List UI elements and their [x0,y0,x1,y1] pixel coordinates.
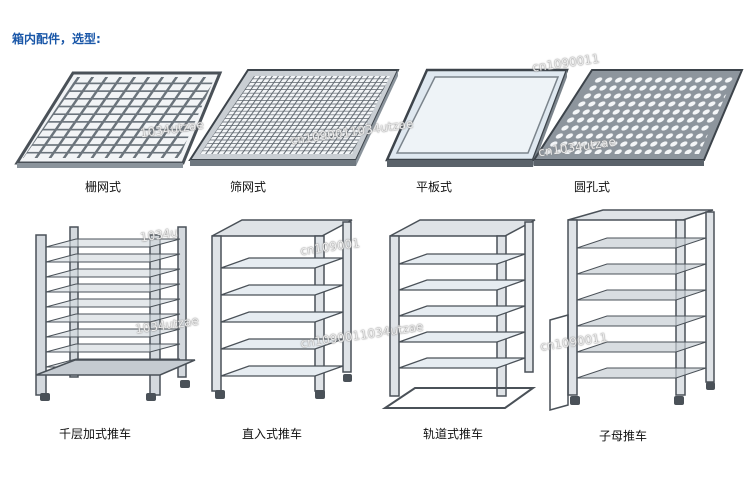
mesh-tray-icon [188,69,400,166]
perforated-tray-icon [532,69,744,166]
shelf-shape [398,331,526,343]
tray-grid-label: 栅网式 [84,180,122,194]
shelf-shape [220,284,344,296]
mother-child-cart-icon [549,209,715,411]
cart-mother-child: 子母推车 [548,209,728,443]
tray-perforated-label: 圆孔式 [573,180,611,194]
cart-direct: 直入式推车 [207,218,357,441]
shelf-shape [220,365,344,377]
shelf-shape [576,263,707,275]
cart-multi-layer-label: 千层加式推车 [58,427,132,441]
shelf-shape [576,237,707,249]
shelf-shape [220,311,344,323]
cart-mother-child-label: 子母推车 [598,429,648,443]
shelf-shape [398,253,526,265]
direct-insert-cart-icon [211,219,353,399]
cart-rail-label: 轨道式推车 [422,427,484,441]
section-heading: 箱内配件，选型: [12,32,101,46]
shelf-shape [576,289,707,301]
shelf-shape [45,268,181,278]
tray-mesh-label: 筛网式 [229,180,267,194]
shelf-shape [45,253,181,263]
multi-layer-cart-icon [35,226,196,401]
tray-grid: 栅网式 [14,68,223,194]
shelf-shape [45,298,181,308]
tray-flat: 平板式 [385,68,569,194]
shelf-shape [220,338,344,350]
shelf-shape [398,305,526,317]
shelf-shape [45,283,181,293]
cart-direct-label: 直入式推车 [241,427,303,441]
rail-cart-icon [381,219,537,409]
tray-flat-label: 平板式 [415,180,453,194]
shelf-shape [398,279,526,291]
shelf-shape [398,357,526,369]
shelf-shape [45,328,181,338]
shelf-shape [45,238,181,248]
tray-perforated: 圆孔式 [532,68,744,194]
flat-tray-icon [385,68,569,167]
tray-mesh: 筛网式 [188,68,400,194]
cart-rail: 轨道式推车 [381,218,540,441]
grid-tray-icon [14,71,223,168]
shelf-shape [576,341,707,353]
shelf-shape [220,257,344,269]
shelf-shape [45,313,181,323]
cart-multi-layer: 千层加式推车 [30,225,200,441]
shelf-shape [576,367,707,379]
shelf-shape [576,315,707,327]
shelf-shape [45,343,181,353]
